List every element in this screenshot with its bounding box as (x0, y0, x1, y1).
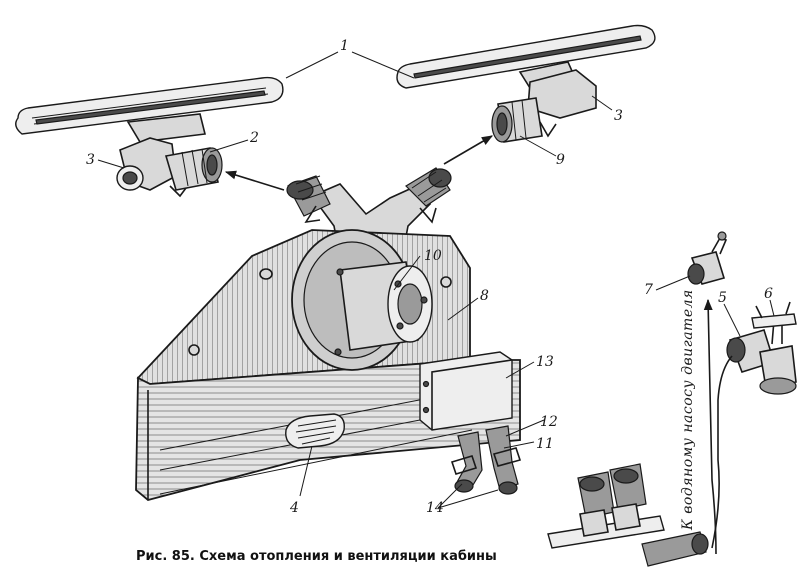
valve-handle (751, 301, 797, 329)
airflow-arrow-right (443, 135, 493, 165)
callout-3-right: 3 (614, 108, 623, 124)
callout-10: 10 (424, 248, 442, 264)
water-pump-route-label: К водяному насосу двигателя (680, 289, 696, 531)
right-defroster-nozzle (396, 24, 656, 89)
callout-6: 6 (764, 286, 773, 302)
callout-14: 14 (426, 500, 444, 516)
callout-1: 1 (340, 38, 349, 54)
leader-lines (97, 51, 775, 509)
callout-4: 4 (289, 500, 299, 516)
callout-labels: 1 2 3 3 4 5 6 7 8 9 10 11 12 13 14 (86, 38, 773, 516)
callout-13: 13 (536, 354, 554, 370)
drain-cock (687, 231, 728, 285)
left-hose-connector (164, 147, 223, 191)
mounting-bracket (419, 351, 513, 431)
figure-caption: Рис. 85. Схема отопления и вентиляции ка… (136, 549, 497, 564)
lower-pipe-assembly (547, 463, 709, 567)
callout-11: 11 (536, 436, 554, 452)
water-pump-hose-line (703, 298, 733, 555)
right-hose-connector (491, 97, 543, 143)
callout-9: 9 (556, 152, 565, 168)
callout-3-left: 3 (86, 152, 95, 168)
heater-outlet-pipes (450, 425, 522, 495)
airflow-arrow-left (224, 170, 285, 191)
fan-motor (291, 229, 433, 371)
callout-12: 12 (540, 414, 558, 430)
callout-8: 8 (480, 288, 489, 304)
left-defroster-nozzle (15, 76, 284, 143)
callout-7: 7 (644, 282, 653, 298)
callout-2: 2 (249, 130, 259, 146)
radiator-opening (285, 413, 345, 449)
callout-5: 5 (718, 290, 727, 306)
